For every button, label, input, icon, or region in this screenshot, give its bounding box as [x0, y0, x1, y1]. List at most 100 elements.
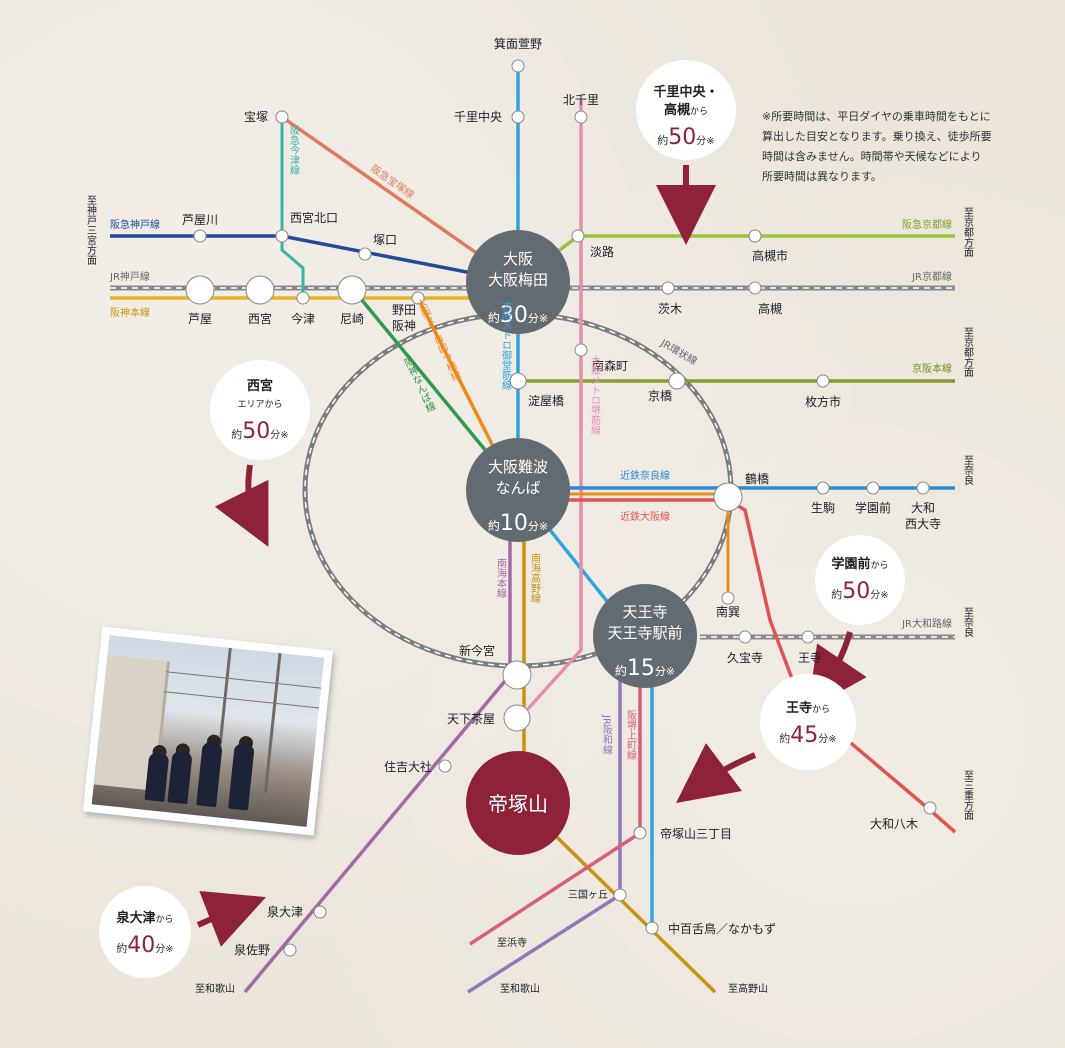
- label-imazu-line: 阪急今津線: [288, 124, 300, 175]
- hankyu-kyoto-line: [516, 234, 955, 284]
- station-dot-yodoyabashi: [509, 372, 527, 390]
- station-dot-gakuenmae: [866, 481, 880, 495]
- station-dot-amagasaki: [337, 275, 367, 305]
- hub-namba: [466, 438, 570, 542]
- label-yodoyabashi: 淀屋橋: [528, 394, 564, 408]
- namba-line2: なんば: [495, 479, 540, 497]
- station-dot-nakamozu: [645, 921, 659, 935]
- label-takarazuka: 宝塚: [244, 110, 268, 124]
- station-dot-takarazuka: [275, 110, 289, 124]
- label-sakaisuji: 大阪メトロ堺筋線: [589, 354, 601, 435]
- hankyu-imazu-line: [280, 117, 305, 298]
- label-kudara: 久宝寺: [727, 651, 763, 665]
- station-dot-awaji: [571, 229, 585, 243]
- label-yamatoyagi: 大和八木: [870, 817, 918, 831]
- station-dot-ikoma: [816, 481, 830, 495]
- label-kintetsu-nara: 近鉄奈良線: [620, 469, 670, 482]
- teizukayama-label: 帝塚山: [488, 792, 548, 816]
- callout-nishinomiya: 西宮 エリアから 約50分※: [210, 360, 310, 460]
- label-ashiyagawa: 芦屋川: [182, 213, 218, 227]
- dest-wakayama2: 至和歌山: [500, 982, 540, 995]
- label-ashiya: 芦屋: [188, 312, 212, 326]
- label-izumiotsu: 泉大津: [267, 905, 303, 919]
- label-jr-yamatoji: JR大和路線: [901, 617, 952, 630]
- station-dot-oji: [801, 630, 815, 644]
- label-jr-kobe: JR神戸線: [109, 270, 150, 283]
- nishinomiya-arrow: [214, 464, 269, 547]
- station-dot-noda: [411, 291, 425, 305]
- label-teizukayama3: 帝塚山三丁目: [660, 826, 732, 841]
- label-takatsuki: 高槻: [758, 301, 782, 316]
- station-dot-ashiyagawa: [193, 229, 207, 243]
- dest-nara1: 至奈良: [962, 455, 974, 486]
- label-sumiyoshitaisha: 住吉大社: [384, 759, 432, 774]
- station-dot-ibaraki: [661, 281, 675, 295]
- label-keihan: 京阪本線: [912, 362, 952, 375]
- yotsubashi-line: [416, 297, 502, 461]
- label-yamato2: 西大寺: [905, 517, 941, 531]
- tennoji-line1: 天王寺: [622, 603, 667, 621]
- label-yamato1: 大和: [911, 501, 935, 515]
- label-nishinomiyakitaguchi: 西宮北口: [290, 210, 338, 225]
- label-izumisano: 泉佐野: [234, 943, 270, 957]
- label-kitasenri: 北千里: [563, 93, 599, 107]
- label-ibaraki: 茨木: [658, 302, 682, 316]
- gakuenmae-time: 約50分※: [831, 579, 888, 604]
- station-dot-kyobashi: [668, 372, 686, 390]
- label-hankai: 阪堺上町線: [625, 709, 637, 760]
- dest-mie: 至三重方面: [962, 770, 974, 821]
- label-noda-hanshin: 阪神: [392, 319, 416, 333]
- label-midosuji: 大阪メトロ御堂筋線: [500, 299, 512, 390]
- label-hankyu-kyoto: 阪急京都線: [902, 218, 952, 231]
- umeda-time: 約30分※: [488, 303, 548, 328]
- station-dot-nishinomiyakitaguchi: [275, 229, 289, 243]
- label-oji: 王寺: [798, 651, 822, 665]
- label-nankai-koya: 南海高野線: [529, 552, 541, 603]
- label-awaji: 淡路: [590, 244, 614, 259]
- callout-izumiotsu: 泉大津から 約40分※: [99, 886, 191, 978]
- label-amagasaki: 尼崎: [340, 312, 364, 326]
- label-hirakatashi: 枚方市: [805, 394, 841, 409]
- station-dot-kudara: [738, 630, 752, 644]
- station-dot-mikunigaoka: [613, 888, 627, 902]
- dest-hamadera: 至浜寺: [497, 937, 527, 949]
- nishinomiya-time: 約50分※: [231, 419, 288, 444]
- callout-gakuenmae: 学園前から 約50分※: [815, 535, 905, 625]
- station-dot-minoh: [511, 59, 525, 73]
- station-dot-yamato: [916, 481, 930, 495]
- tennoji-time: 約15分※: [615, 656, 675, 681]
- label-gakuenmae: 学園前: [855, 500, 891, 515]
- callout-oji: 王寺から 約45分※: [760, 674, 856, 770]
- label-hankyu-kobe: 阪急神戸線: [110, 218, 160, 231]
- hankyu-kobe-line: [110, 234, 519, 284]
- label-hanshin-main: 阪神本線: [110, 306, 150, 319]
- station-dot-teizukayama3: [633, 826, 647, 840]
- label-senrichuo: 千里中央: [454, 109, 502, 124]
- gakuenmae-l1: 学園前から: [831, 556, 888, 572]
- station-dot-minamimorimachi: [574, 343, 588, 357]
- gakuenmae-arrow: [808, 631, 867, 710]
- station-dot-imazu: [296, 291, 310, 305]
- label-mikunigaoka: 三国ヶ丘: [568, 889, 608, 901]
- travel-time-note: ※所要時間は、平日ダイヤの乗車時間をもとに算出した目安となります。乗り換え、徒歩…: [762, 110, 992, 183]
- dest-wakayama1: 至和歌山: [195, 982, 235, 995]
- dest-kobe: 至神戸三宮方面: [85, 195, 97, 266]
- dest-kyoto1: 至京都方面: [962, 207, 974, 258]
- senri-l1: 千里中央・: [653, 84, 718, 100]
- izumiotsu-time: 約40分※: [116, 933, 173, 958]
- label-imazu: 今津: [291, 311, 315, 326]
- label-jr-kyoto: JR京都線: [911, 270, 952, 283]
- izumiotsu-l1: 泉大津から: [116, 910, 173, 926]
- station-dot-nishinomiya: [245, 275, 275, 305]
- station-dot-tsukaguchi: [358, 247, 372, 261]
- station-dot-hirakata: [816, 374, 830, 388]
- station-dot-yamatoyagi: [923, 801, 937, 815]
- dest-nara2: 至奈良: [962, 607, 974, 638]
- hub-tennoji: [593, 584, 697, 688]
- station-dot-takatsuki: [748, 281, 762, 295]
- station-dot-izumisano: [283, 943, 297, 957]
- station-dot-minamitatsumi: [721, 591, 735, 605]
- label-nishinomiya: 西宮: [248, 311, 272, 326]
- station-dot-izumiotsu: [313, 905, 327, 919]
